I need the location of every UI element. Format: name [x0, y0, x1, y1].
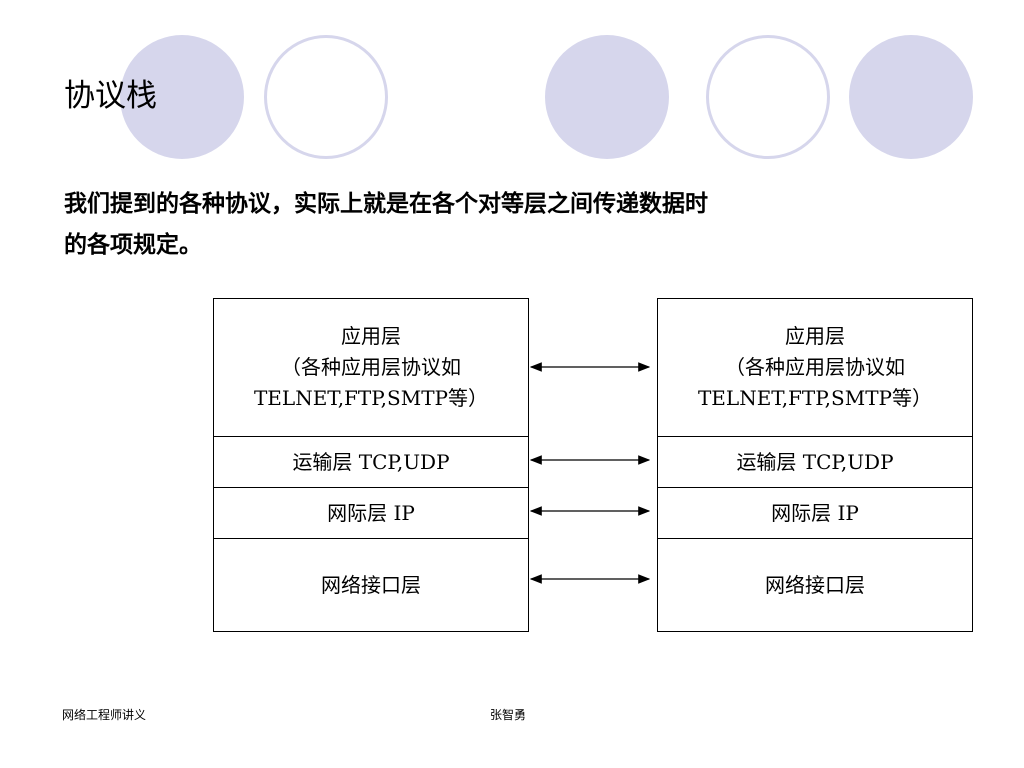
right-internet-label: 网际层 IP	[771, 500, 859, 525]
left-transport-layer: 运输层 TCP,UDP	[214, 437, 528, 488]
left-internet-label: 网际层 IP	[327, 500, 415, 525]
decor-circle-2	[264, 35, 388, 159]
left-transport-label: 运输层 TCP,UDP	[292, 449, 450, 474]
footer-course-name: 网络工程师讲义	[62, 708, 147, 722]
slide-body: 我们提到的各种协议，实际上就是在各个对等层之间传递数据时 的各项规定。	[64, 184, 884, 266]
decor-circle-4	[706, 35, 830, 159]
left-app-layer-protocols: TELNET,FTP,SMTP等）	[253, 386, 489, 410]
right-application-layer: 应用层 （各种应用层协议如 TELNET,FTP,SMTP等）	[658, 299, 972, 437]
right-link-label: 网络接口层	[765, 572, 865, 597]
footer-author: 张智勇	[490, 708, 527, 722]
right-app-layer-protocols: TELNET,FTP,SMTP等）	[697, 386, 933, 410]
right-app-layer-desc: （各种应用层协议如	[725, 355, 905, 379]
body-line-1: 我们提到的各种协议，实际上就是在各个对等层之间传递数据时	[64, 191, 708, 217]
left-app-layer-desc: （各种应用层协议如	[281, 355, 461, 379]
right-internet-layer: 网际层 IP	[658, 488, 972, 539]
left-app-layer-name: 应用层	[341, 324, 401, 348]
left-link-label: 网络接口层	[321, 572, 421, 597]
decor-circle-3	[545, 35, 669, 159]
slide-title: 协议栈	[64, 78, 157, 114]
right-transport-layer: 运输层 TCP,UDP	[658, 437, 972, 488]
decor-circle-5	[849, 35, 973, 159]
right-app-layer-name: 应用层	[785, 324, 845, 348]
left-network-interface-layer: 网络接口层	[214, 539, 528, 631]
decor-circle-1	[120, 35, 244, 159]
right-transport-label: 运输层 TCP,UDP	[736, 449, 894, 474]
left-protocol-stack: 应用层 （各种应用层协议如 TELNET,FTP,SMTP等） 运输层 TCP,…	[213, 298, 529, 632]
right-protocol-stack: 应用层 （各种应用层协议如 TELNET,FTP,SMTP等） 运输层 TCP,…	[657, 298, 973, 632]
body-line-2: 的各项规定。	[64, 232, 202, 258]
left-application-layer: 应用层 （各种应用层协议如 TELNET,FTP,SMTP等）	[214, 299, 528, 437]
left-internet-layer: 网际层 IP	[214, 488, 528, 539]
right-network-interface-layer: 网络接口层	[658, 539, 972, 631]
